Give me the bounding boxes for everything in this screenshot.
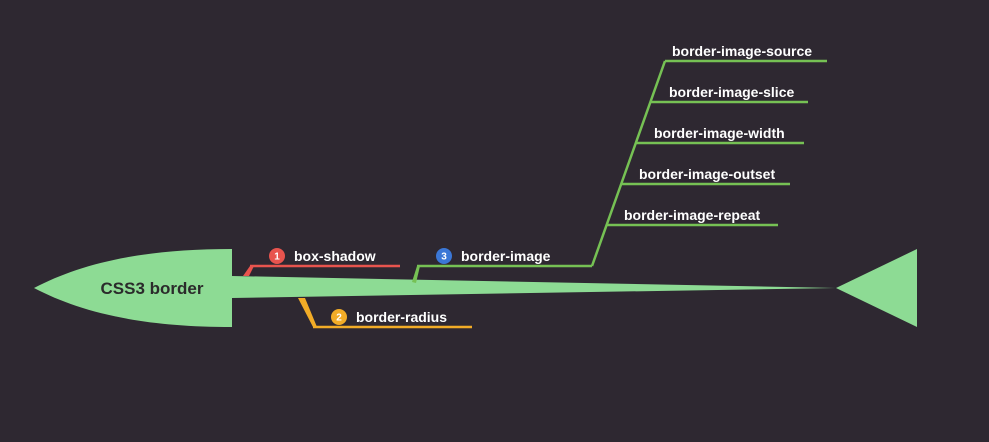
child-border-image-width[interactable]: border-image-width	[636, 125, 804, 145]
box-shadow-label: box-shadow	[294, 248, 376, 264]
badge-2-icon	[331, 309, 347, 325]
badge-3-number: 3	[441, 252, 447, 263]
child-border-image-slice[interactable]: border-image-slice	[650, 84, 808, 104]
child-label: border-image-source	[672, 43, 812, 59]
root-head-shape	[34, 249, 232, 327]
child-label: border-image-repeat	[624, 207, 760, 223]
child-label: border-image-outset	[639, 166, 775, 182]
root-label: CSS3 border	[101, 279, 204, 298]
border-radius-connector	[298, 298, 317, 327]
root-node[interactable]: CSS3 border	[34, 249, 232, 327]
branch-border-radius[interactable]: 2 border-radius	[298, 298, 472, 329]
child-label: border-image-slice	[669, 84, 794, 100]
child-border-image-repeat[interactable]: border-image-repeat	[606, 207, 778, 227]
border-image-label: border-image	[461, 248, 551, 264]
branch-border-image[interactable]: 3 border-image	[412, 60, 667, 283]
border-image-stem	[590, 60, 667, 267]
badge-1-icon	[269, 248, 285, 264]
spine-shape	[232, 276, 836, 298]
border-image-connector	[412, 266, 420, 283]
badge-3-icon	[436, 248, 452, 264]
badge-2-number: 2	[336, 313, 342, 324]
box-shadow-connector	[243, 266, 254, 276]
child-border-image-source[interactable]: border-image-source	[665, 43, 827, 63]
branch-box-shadow[interactable]: 1 box-shadow	[243, 248, 400, 276]
child-border-image-outset[interactable]: border-image-outset	[621, 166, 790, 186]
child-label: border-image-width	[654, 125, 785, 141]
badge-1-number: 1	[274, 252, 280, 263]
fish-tail-shape	[836, 249, 917, 327]
border-radius-label: border-radius	[356, 309, 447, 325]
